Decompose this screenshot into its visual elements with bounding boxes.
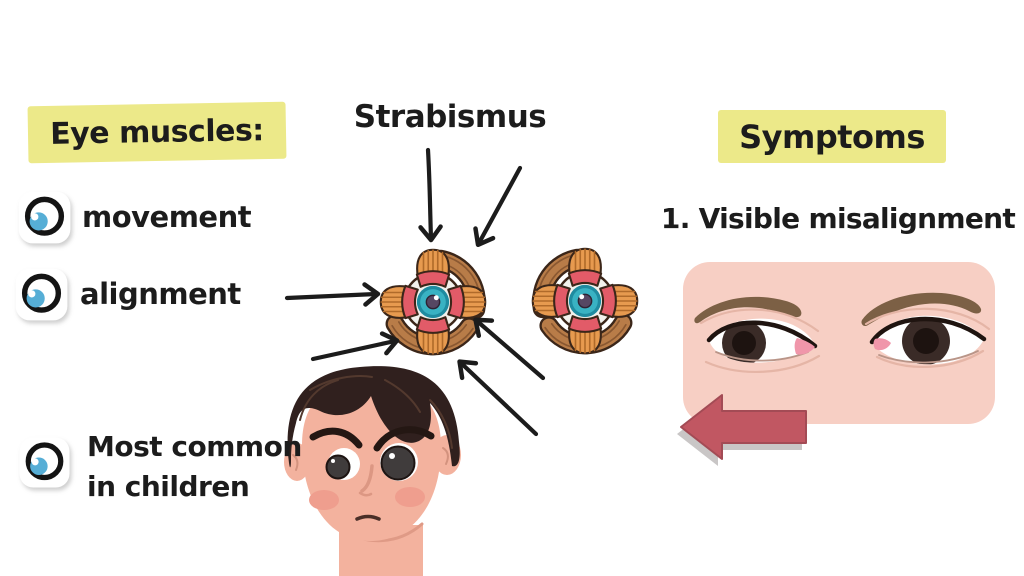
eye-muscles-item-label: Most common in children — [87, 427, 302, 507]
pointer-arrow — [284, 282, 381, 307]
misaligned-eyes-illustration — [677, 262, 995, 466]
eye-muscles-item-line1: Most common — [87, 430, 302, 463]
strabismus-title: Strabismus — [353, 99, 547, 135]
eye-icon — [17, 435, 72, 490]
eye-anatomy-illustration-right — [533, 249, 638, 354]
eye-icon — [16, 189, 73, 246]
right-eyebrow — [373, 426, 435, 452]
pointer-arrow — [310, 331, 400, 362]
pointer-arrow — [457, 359, 539, 437]
left-cheek — [309, 490, 339, 510]
eye-muscles-item-label: alignment — [80, 277, 241, 311]
eye-muscles-item-line2: in children — [87, 470, 250, 503]
child-face-illustration — [284, 366, 461, 576]
mouth — [355, 514, 381, 521]
eye-icon — [13, 266, 70, 323]
eye-muscles-item-label: movement — [82, 200, 252, 234]
eye-muscles-heading-label: Eye muscles: — [49, 113, 265, 152]
symptom-item-1: 1. Visible misalignment — [660, 202, 1016, 235]
right-cheek — [395, 487, 425, 507]
pointer-arrows — [284, 147, 546, 437]
pointer-arrow — [473, 317, 546, 381]
eye-anatomy-illustration-left — [381, 250, 486, 355]
gaze-direction-arrow-icon — [680, 394, 807, 460]
hair — [287, 366, 460, 468]
eye-muscles-heading: Eye muscles: — [27, 101, 287, 164]
symptoms-heading-label: Symptoms — [739, 117, 925, 156]
pointer-arrow — [418, 147, 443, 243]
symptoms-heading: Symptoms — [718, 110, 946, 163]
panel-left-eyebrow — [694, 296, 802, 324]
pointer-arrow — [473, 165, 523, 248]
panel-right-eyebrow — [861, 292, 982, 327]
left-eyebrow — [309, 427, 363, 449]
